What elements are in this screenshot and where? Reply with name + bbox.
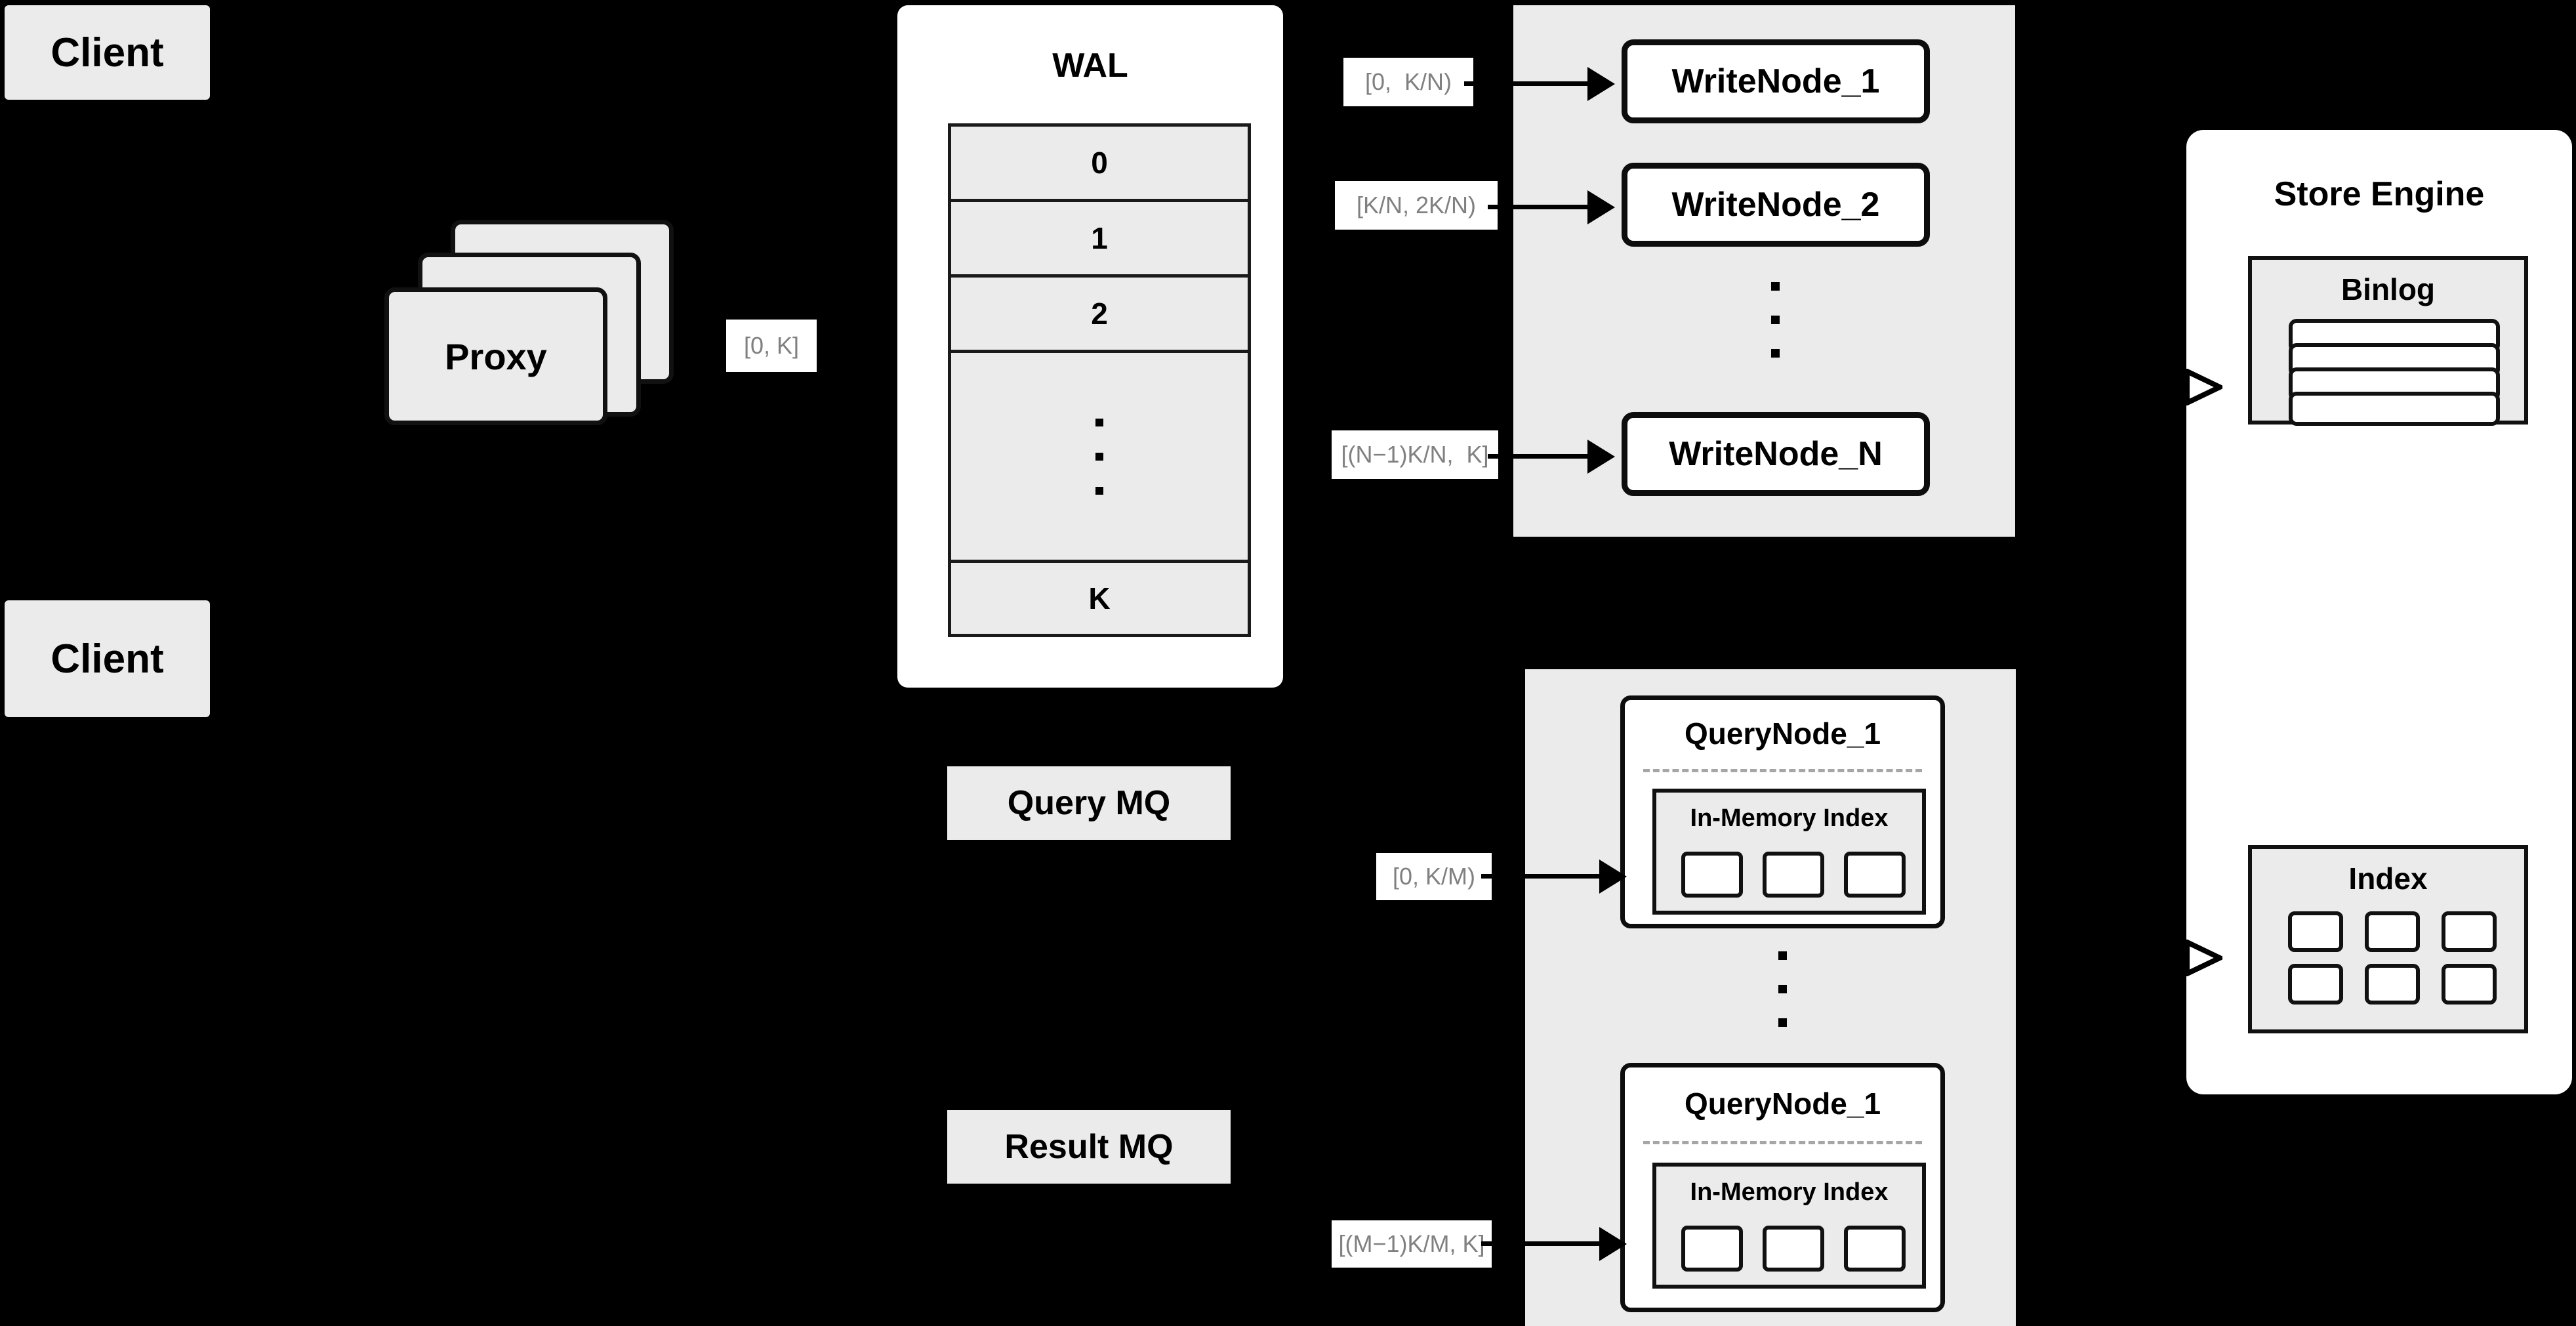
write-arrow-line-1: [1464, 81, 1587, 86]
index-cell: [1763, 852, 1824, 898]
ellipsis-dot: [1778, 985, 1787, 993]
in-memory-index-title: In-Memory Index: [1690, 804, 1889, 832]
query-arrow-line-1: [1481, 874, 1599, 879]
index-cell: [2365, 964, 2420, 1005]
client-label: Client: [51, 636, 164, 682]
write-node-label: WriteNode_1: [1671, 62, 1880, 100]
query-node-ellipsis: [1778, 951, 1787, 1027]
store-binlog-arrow-line: [2150, 385, 2188, 390]
ellipsis-dot: [1095, 486, 1103, 495]
query-node-label: QueryNode_1: [1684, 1087, 1881, 1121]
query-node-label: QueryNode_1: [1684, 716, 1881, 751]
index-panel: Index: [2248, 845, 2528, 1033]
in-memory-index-box: In-Memory Index: [1652, 1163, 1926, 1289]
index-title: Index: [2348, 861, 2428, 896]
query-arrow-head-1: [1599, 860, 1627, 894]
wal-row: 0: [951, 127, 1248, 202]
index-cell: [1681, 1226, 1743, 1272]
wal-row: 2: [951, 278, 1248, 353]
index-cell: [2442, 964, 2497, 1005]
index-cell: [1844, 852, 1906, 898]
client-box-2[interactable]: Client: [5, 600, 210, 717]
index-cell: [2288, 964, 2343, 1005]
ellipsis-dot: [1771, 316, 1780, 324]
query-node-2[interactable]: QueryNode_1 In-Memory Index: [1620, 1063, 1945, 1312]
binlog-panel: Binlog: [2248, 256, 2528, 426]
store-index-arrow-line: [2150, 956, 2188, 961]
write-arrow-head-n: [1587, 440, 1615, 474]
write-node-1[interactable]: WriteNode_1: [1622, 39, 1930, 123]
query-range-label-m: [(M−1)K/M, K]: [1332, 1220, 1492, 1268]
proxy-output-range-label: [0, K]: [726, 320, 817, 372]
wal-table: 0 1 2 K: [948, 123, 1251, 637]
index-cell: [1681, 852, 1743, 898]
write-range-label-n: [(N−1)K/N, K]: [1332, 430, 1498, 479]
result-mq-label: Result MQ: [1004, 1128, 1174, 1166]
write-arrow-head-2: [1587, 190, 1615, 224]
index-cell: [1763, 1226, 1824, 1272]
result-mq-box[interactable]: Result MQ: [947, 1110, 1231, 1184]
write-node-label: WriteNode_2: [1671, 186, 1880, 224]
ellipsis-dot: [1771, 349, 1780, 358]
query-node-divider: [1643, 1141, 1922, 1144]
index-cell: [2442, 911, 2497, 952]
write-node-label: WriteNode_N: [1669, 435, 1883, 473]
index-cell: [1844, 1226, 1906, 1272]
write-node-2[interactable]: WriteNode_2: [1622, 163, 1930, 247]
query-arrow-line-m: [1481, 1241, 1599, 1246]
query-node-divider: [1643, 769, 1922, 772]
query-mq-label: Query MQ: [1007, 784, 1171, 822]
client-label: Client: [51, 30, 164, 75]
proxy-card-front[interactable]: Proxy: [384, 287, 607, 425]
store-engine-title: Store Engine: [2274, 175, 2485, 213]
store-engine-panel: Store Engine Binlog Index: [2186, 130, 2572, 1094]
write-range-label-1: [0, K/N): [1343, 58, 1473, 106]
proxy-label: Proxy: [445, 335, 547, 377]
wal-row: 1: [951, 202, 1248, 278]
query-node-group: QueryNode_1 In-Memory Index QueryNode_1 …: [1525, 669, 2016, 1326]
ellipsis-dot: [1095, 452, 1103, 461]
wal-row-ellipsis: [951, 353, 1248, 563]
write-node-n[interactable]: WriteNode_N: [1622, 412, 1930, 496]
write-arrow-head-1: [1587, 67, 1615, 101]
index-cell: [2365, 911, 2420, 952]
wal-panel: WAL 0 1 2 K: [897, 5, 1283, 688]
query-node-1[interactable]: QueryNode_1 In-Memory Index: [1620, 695, 1945, 928]
index-cell: [2288, 911, 2343, 952]
ellipsis-dot: [1095, 418, 1103, 426]
query-mq-box[interactable]: Query MQ: [947, 766, 1231, 840]
query-arrow-head-m: [1599, 1227, 1627, 1261]
ellipsis-dot: [1778, 951, 1787, 960]
wal-row: K: [951, 563, 1248, 634]
write-node-ellipsis: [1771, 282, 1780, 358]
in-memory-index-box: In-Memory Index: [1652, 789, 1926, 915]
store-binlog-arrow-head: [2184, 369, 2222, 405]
in-memory-index-title: In-Memory Index: [1690, 1178, 1889, 1206]
wal-title: WAL: [1052, 47, 1128, 85]
ellipsis-dot: [1771, 282, 1780, 291]
binlog-row: [2289, 392, 2500, 426]
write-arrow-line-n: [1488, 454, 1587, 459]
client-box-1[interactable]: Client: [5, 5, 210, 100]
ellipsis-dot: [1778, 1018, 1787, 1027]
write-arrow-line-2: [1488, 205, 1587, 209]
store-index-arrow-head: [2184, 940, 2222, 976]
query-range-label-1: [0, K/M): [1376, 853, 1492, 900]
write-range-label-2: [K/N, 2K/N): [1335, 181, 1498, 230]
binlog-title: Binlog: [2341, 272, 2436, 306]
